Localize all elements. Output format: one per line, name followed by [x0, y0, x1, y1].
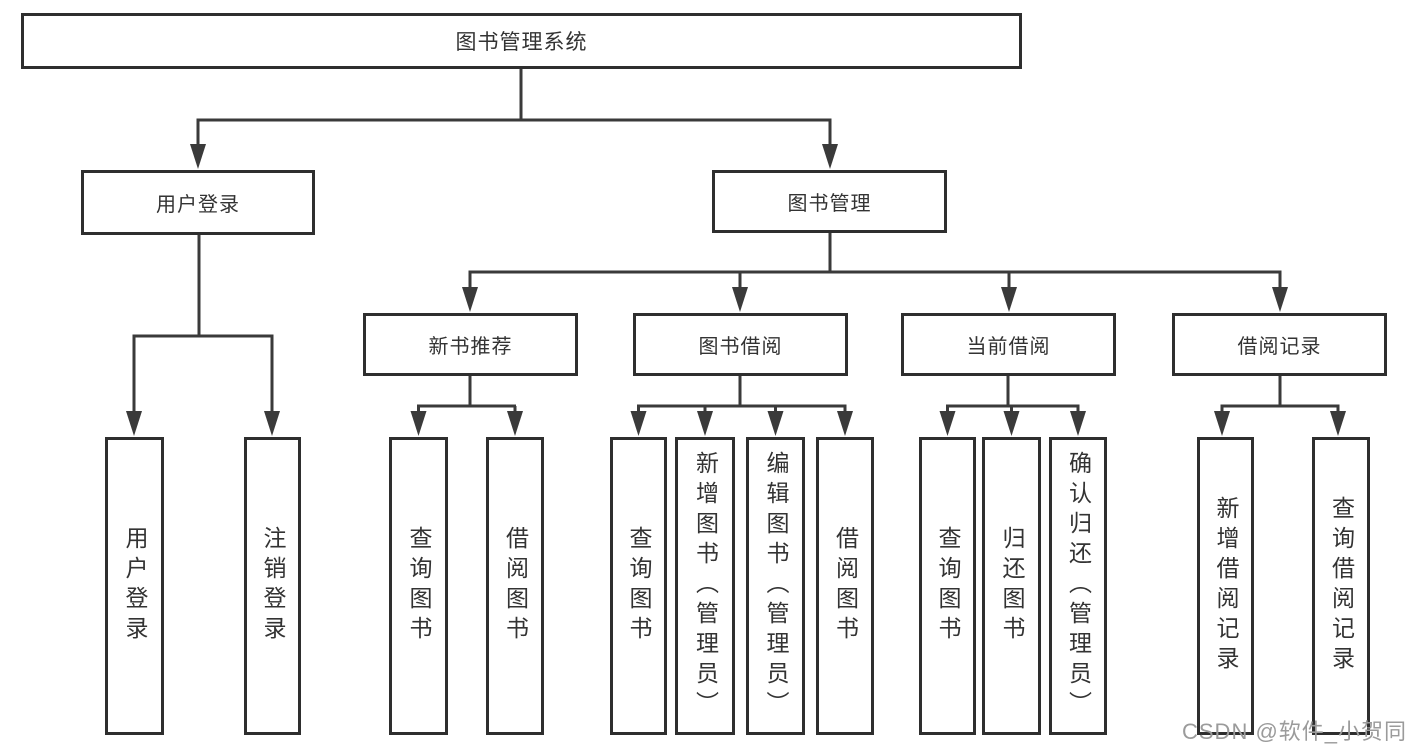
leaf-borrow-books-recommend: 借阅图书: [486, 437, 544, 735]
leaf-query-books-borrow: 查询图书: [610, 437, 667, 735]
leaf-borrow-books: 借阅图书: [816, 437, 874, 735]
leaf-user-login: 用户登录: [105, 437, 164, 735]
node-label: 图书借阅: [698, 336, 783, 358]
arrowheads-new-book-recommend-children: [410, 411, 523, 436]
node-borrow-records: 借阅记录: [1172, 313, 1387, 376]
arrowheads-level2: [190, 144, 838, 169]
node-current-borrow: 当前借阅: [901, 313, 1116, 376]
arrowheads-book-borrow-children: [630, 411, 853, 436]
node-user-login: 用户登录: [81, 170, 315, 235]
arrowheads-current-borrow-children: [939, 411, 1086, 436]
connector-new-book-recommend-children: [417, 376, 517, 418]
node-label: 查询图书: [406, 526, 432, 646]
node-label: 查询借阅记录: [1328, 496, 1355, 676]
node-label: 用户登录: [156, 194, 240, 216]
connector-root-to-level2: [196, 68, 832, 150]
node-label: 用户登录: [122, 526, 148, 646]
node-label: 编辑图书（管理员）: [763, 451, 789, 721]
connector-borrow-records-children: [1220, 376, 1340, 418]
connector-book-borrow-children: [637, 376, 847, 418]
node-new-book-recommend: 新书推荐: [363, 313, 578, 376]
node-label: 归还图书: [999, 526, 1025, 646]
node-book-borrow: 图书借阅: [633, 313, 848, 376]
node-label: 图书管理系统: [455, 31, 588, 54]
node-label: 新增借阅记录: [1213, 496, 1239, 676]
node-label: 确认归还（管理员）: [1065, 451, 1092, 721]
node-label: 借阅图书: [832, 526, 859, 646]
leaf-query-borrow-record: 查询借阅记录: [1312, 437, 1370, 735]
arrowheads-level3: [462, 287, 1288, 312]
node-book-management: 图书管理: [712, 170, 947, 233]
leaf-logout: 注销登录: [244, 437, 301, 735]
node-label: 新增图书（管理员）: [692, 451, 719, 721]
node-label: 注销登录: [260, 526, 286, 646]
node-label: 借阅图书: [502, 526, 529, 646]
leaf-query-books-current: 查询图书: [919, 437, 976, 735]
node-label: 新书推荐: [428, 336, 513, 358]
node-root-library-management-system: 图书管理系统: [21, 13, 1022, 69]
node-label: 查询图书: [935, 526, 961, 646]
node-label: 图书管理: [787, 193, 872, 215]
connector-book-management-children: [468, 232, 1282, 294]
leaf-query-books-recommend: 查询图书: [389, 437, 448, 735]
leaf-edit-books-admin: 编辑图书（管理员）: [746, 437, 805, 735]
arrowheads-user-login-children: [126, 411, 280, 436]
leaf-return-books: 归还图书: [982, 437, 1041, 735]
csdn-watermark: CSDN @软件_小贺同学: [1182, 719, 1405, 744]
node-label: 当前借阅: [966, 336, 1051, 358]
leaf-confirm-return-admin: 确认归还（管理员）: [1049, 437, 1107, 735]
leaf-add-books-admin: 新增图书（管理员）: [675, 437, 735, 735]
connector-user-login-children: [132, 235, 274, 418]
node-label: 查询图书: [626, 526, 652, 646]
node-label: 借阅记录: [1237, 336, 1322, 358]
arrowheads-borrow-records-children: [1214, 411, 1346, 436]
leaf-add-borrow-record: 新增借阅记录: [1197, 437, 1254, 735]
